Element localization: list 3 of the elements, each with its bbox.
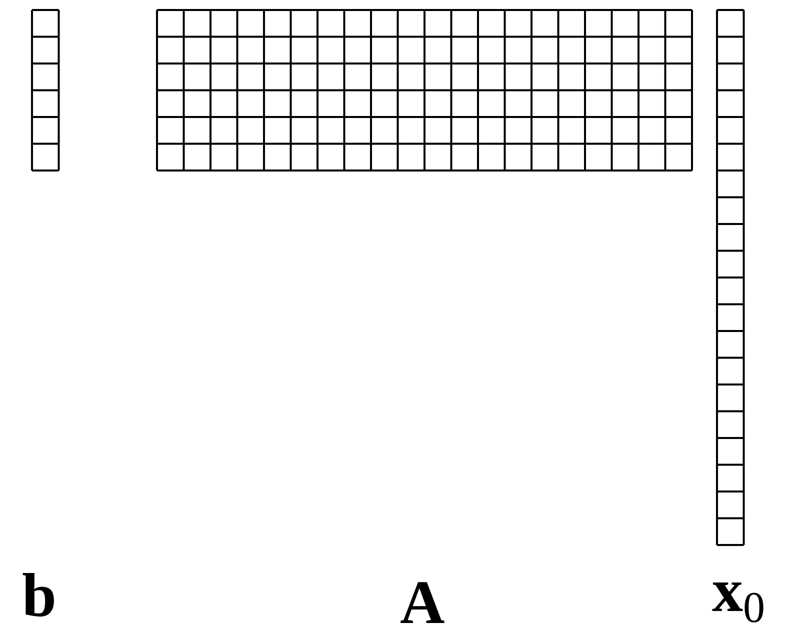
matrix-symbol: b xyxy=(22,565,56,627)
matrix-symbol: x$_{0}$ xyxy=(712,560,765,630)
matrix-symbol: A xyxy=(400,572,445,633)
